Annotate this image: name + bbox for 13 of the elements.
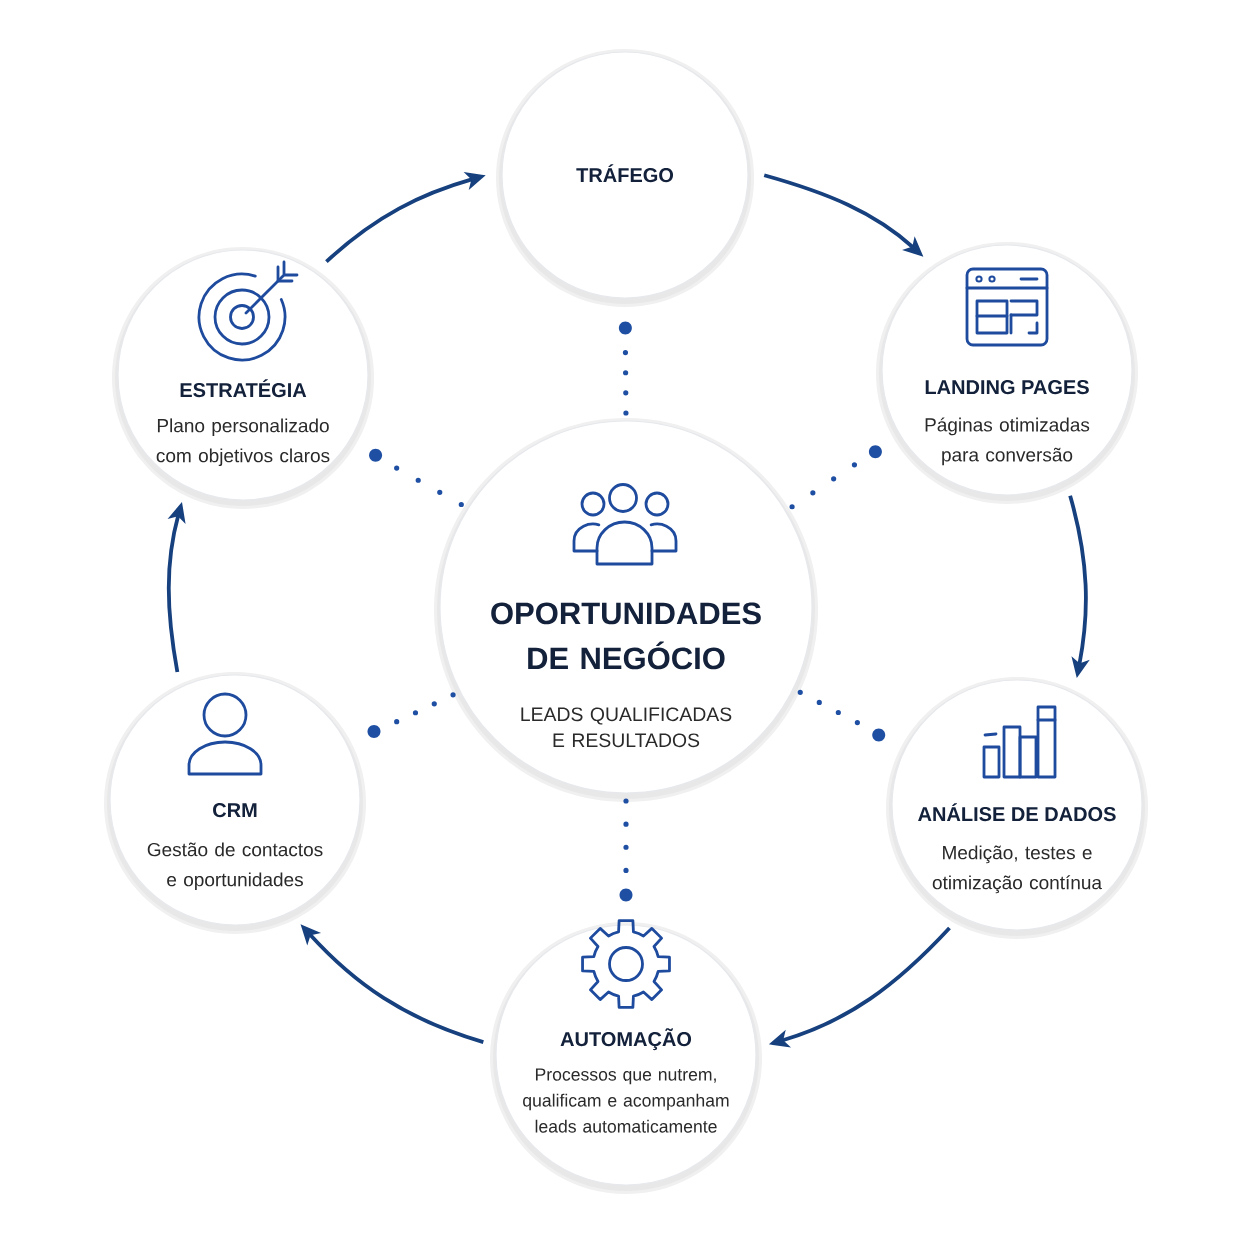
step-title: ESTRATÉGIA: [180, 379, 307, 398]
step-title: ANÁLISE DE DADOS: [918, 803, 1116, 822]
step-title: CRM: [213, 803, 257, 818]
hub-subtitle: LEADS QUALIFICADAS E RESULTADOS: [521, 707, 732, 748]
step-title: LANDING PAGES: [925, 380, 1089, 395]
step-title: TRÁFEGO: [576, 164, 674, 183]
step-description: Medição, testes e otimização contínua: [932, 845, 1102, 894]
step-title: AUTOMAÇÃO: [560, 1028, 692, 1051]
step-description: Gestão de contactos e oportunidades: [147, 842, 323, 891]
hub-title: OPORTUNIDADES DE NEGÓCIO: [491, 602, 761, 670]
step-description: Plano personalizado com objetivos claros: [156, 418, 330, 467]
step-description: Processos que nutrem, qualificam e acompanham leads automaticamente: [523, 1068, 729, 1133]
step-description: Páginas otimizadas para conversão: [925, 417, 1090, 466]
